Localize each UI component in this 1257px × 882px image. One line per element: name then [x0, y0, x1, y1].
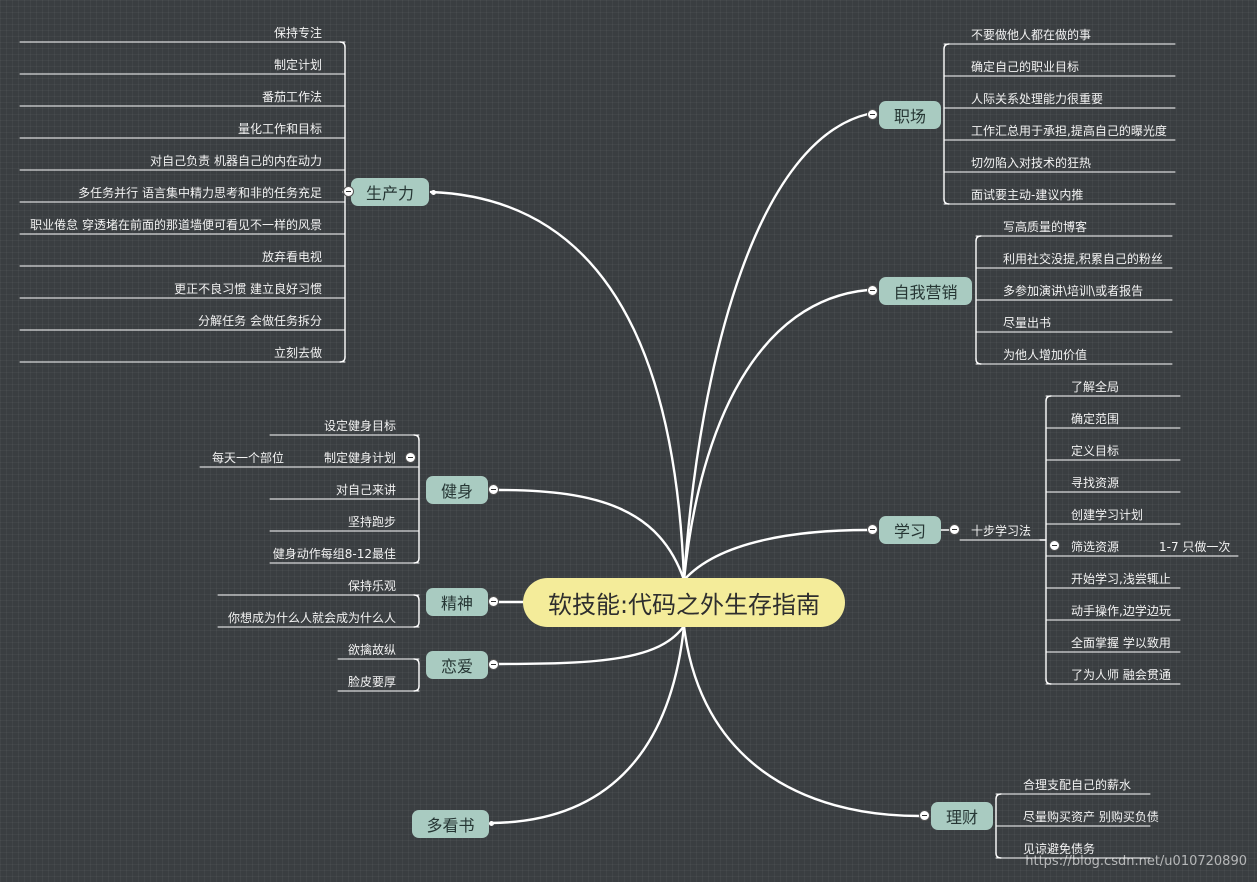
love-corner	[413, 658, 420, 665]
trunk-line-fitness	[497, 488, 686, 582]
finance-corner	[995, 852, 1002, 859]
learning-step[interactable]: 动手操作,边学边玩	[1071, 604, 1171, 618]
watermark-url: https://blog.csdn.net/u010720890	[1025, 854, 1247, 869]
productivity-item[interactable]: 立刻去做	[273, 346, 322, 360]
marketing-item[interactable]: 写高质量的博客	[1003, 220, 1088, 234]
learning-corner	[1045, 678, 1052, 685]
finance-item[interactable]: 合理支配自己的薪水	[1023, 778, 1132, 792]
branch-spirit[interactable]: 精神	[426, 588, 488, 616]
connector-dot	[431, 190, 436, 195]
branch-reading[interactable]: 多看书	[412, 810, 489, 838]
branch-workplace[interactable]: 职场	[879, 101, 941, 129]
collapse-icon[interactable]	[867, 524, 878, 535]
productivity-item[interactable]: 量化工作和目标	[237, 122, 322, 136]
fitness-corner	[413, 557, 420, 564]
branch-fitness[interactable]: 健身	[426, 476, 488, 504]
collapse-icon[interactable]	[867, 285, 878, 296]
workplace-item[interactable]: 人际关系处理能力很重要	[971, 92, 1104, 106]
collapse-icon[interactable]	[919, 810, 930, 821]
trunk-line-finance	[682, 624, 922, 818]
learning-subtopic[interactable]: 十步学习法	[971, 524, 1032, 538]
marketing-corner	[975, 235, 982, 242]
branch-learning[interactable]: 学习	[879, 516, 941, 544]
productivity-corner	[339, 356, 346, 363]
workplace-item[interactable]: 确定自己的职业目标	[971, 60, 1080, 74]
marketing-corner	[975, 358, 982, 365]
fitness-item[interactable]: 制定健身计划	[323, 451, 396, 465]
workplace-item[interactable]: 不要做他人都在做的事	[971, 28, 1092, 42]
trunk-line-reading	[489, 624, 686, 825]
branch-love[interactable]: 恋爱	[426, 651, 488, 679]
love-item[interactable]: 欲擒故纵	[347, 643, 396, 657]
finance-item[interactable]: 尽量购买资产 别购买负债	[1023, 810, 1159, 824]
workplace-item[interactable]: 切勿陷入对技术的狂热	[971, 156, 1092, 170]
learning-step[interactable]: 寻找资源	[1071, 476, 1120, 490]
fitness-item[interactable]: 对自己来讲	[335, 483, 396, 497]
collapse-icon[interactable]	[343, 186, 354, 197]
marketing-item[interactable]: 尽量出书	[1003, 316, 1052, 330]
productivity-item[interactable]: 保持专注	[273, 26, 322, 40]
fitness-item[interactable]: 健身动作每组8-12最佳	[272, 547, 396, 561]
learning-step[interactable]: 全面掌握 学以致用	[1071, 636, 1171, 650]
spirit-item[interactable]: 你想成为什么人就会成为什么人	[227, 611, 396, 625]
productivity-item[interactable]: 多任务并行 语言集中精力思考和非的任务充足	[78, 186, 322, 200]
fitness-item[interactable]: 设定健身目标	[323, 419, 396, 433]
marketing-item[interactable]: 为他人增加价值	[1003, 348, 1088, 362]
branch-productivity[interactable]: 生产力	[351, 178, 429, 206]
learning-step[interactable]: 了为人师 融会贯通	[1071, 668, 1171, 682]
fitness-plan-note[interactable]: 每天一个部位	[211, 451, 284, 465]
productivity-corner	[339, 41, 346, 48]
connector-dot	[489, 821, 494, 826]
learning-step-note[interactable]: 1-7 只做一次	[1159, 540, 1231, 554]
fitness-item[interactable]: 坚持跑步	[347, 515, 396, 529]
learning-step[interactable]: 创建学习计划	[1071, 508, 1144, 522]
collapse-icon[interactable]	[867, 109, 878, 120]
branch-finance[interactable]: 理财	[931, 802, 993, 830]
productivity-item[interactable]: 对自己负责 机器自己的内在动力	[150, 154, 322, 168]
collapse-icon[interactable]	[488, 484, 499, 495]
root-topic[interactable]: 软技能:代码之外生存指南	[523, 578, 845, 627]
finance-item[interactable]: 见谅避免债务	[1023, 842, 1096, 856]
workplace-item[interactable]: 工作汇总用于承担,提高自己的曝光度	[971, 124, 1167, 138]
workplace-item[interactable]: 面试要主动-建议内推	[971, 188, 1084, 202]
learning-corner	[1045, 395, 1052, 402]
workplace-corner	[943, 43, 950, 50]
productivity-item[interactable]: 分解任务 会做任务拆分	[198, 314, 322, 328]
productivity-item[interactable]: 职业倦怠 穿透堵在前面的那道墙便可看见不一样的风景	[30, 218, 322, 232]
learning-step[interactable]: 定义目标	[1071, 444, 1120, 458]
spirit-item[interactable]: 保持乐观	[347, 579, 396, 593]
workplace-corner	[943, 198, 950, 205]
love-item[interactable]: 脸皮要厚	[347, 675, 396, 689]
trunk-line-marketing	[682, 288, 870, 582]
productivity-item[interactable]: 更正不良习惯 建立良好习惯	[174, 282, 322, 296]
learning-step[interactable]: 筛选资源	[1071, 540, 1120, 554]
spirit-corner	[413, 594, 420, 601]
fitness-corner	[413, 434, 420, 441]
marketing-item[interactable]: 利用社交没提,积累自己的粉丝	[1003, 252, 1163, 266]
love-corner	[413, 685, 420, 692]
collapse-icon[interactable]	[949, 524, 960, 535]
collapse-icon[interactable]	[1049, 540, 1060, 551]
spirit-corner	[413, 621, 420, 628]
trunk-line-love	[497, 624, 686, 666]
productivity-item[interactable]: 制定计划	[273, 58, 322, 72]
trunk-line-workplace	[682, 112, 870, 582]
learning-step[interactable]: 确定范围	[1071, 412, 1120, 426]
trunk-line-learning	[682, 528, 870, 582]
learning-step[interactable]: 了解全局	[1071, 380, 1120, 394]
collapse-icon[interactable]	[488, 596, 499, 607]
collapse-icon[interactable]	[405, 452, 416, 463]
trunk-line-productivity	[429, 190, 686, 582]
finance-corner	[995, 793, 1002, 800]
marketing-item[interactable]: 多参加演讲\培训\或者报告	[1003, 284, 1144, 298]
productivity-item[interactable]: 放弃看电视	[261, 250, 322, 264]
learning-step[interactable]: 开始学习,浅尝辄止	[1071, 572, 1171, 586]
branch-self-marketing[interactable]: 自我营销	[879, 277, 972, 305]
productivity-item[interactable]: 番茄工作法	[261, 90, 322, 104]
collapse-icon[interactable]	[488, 659, 499, 670]
